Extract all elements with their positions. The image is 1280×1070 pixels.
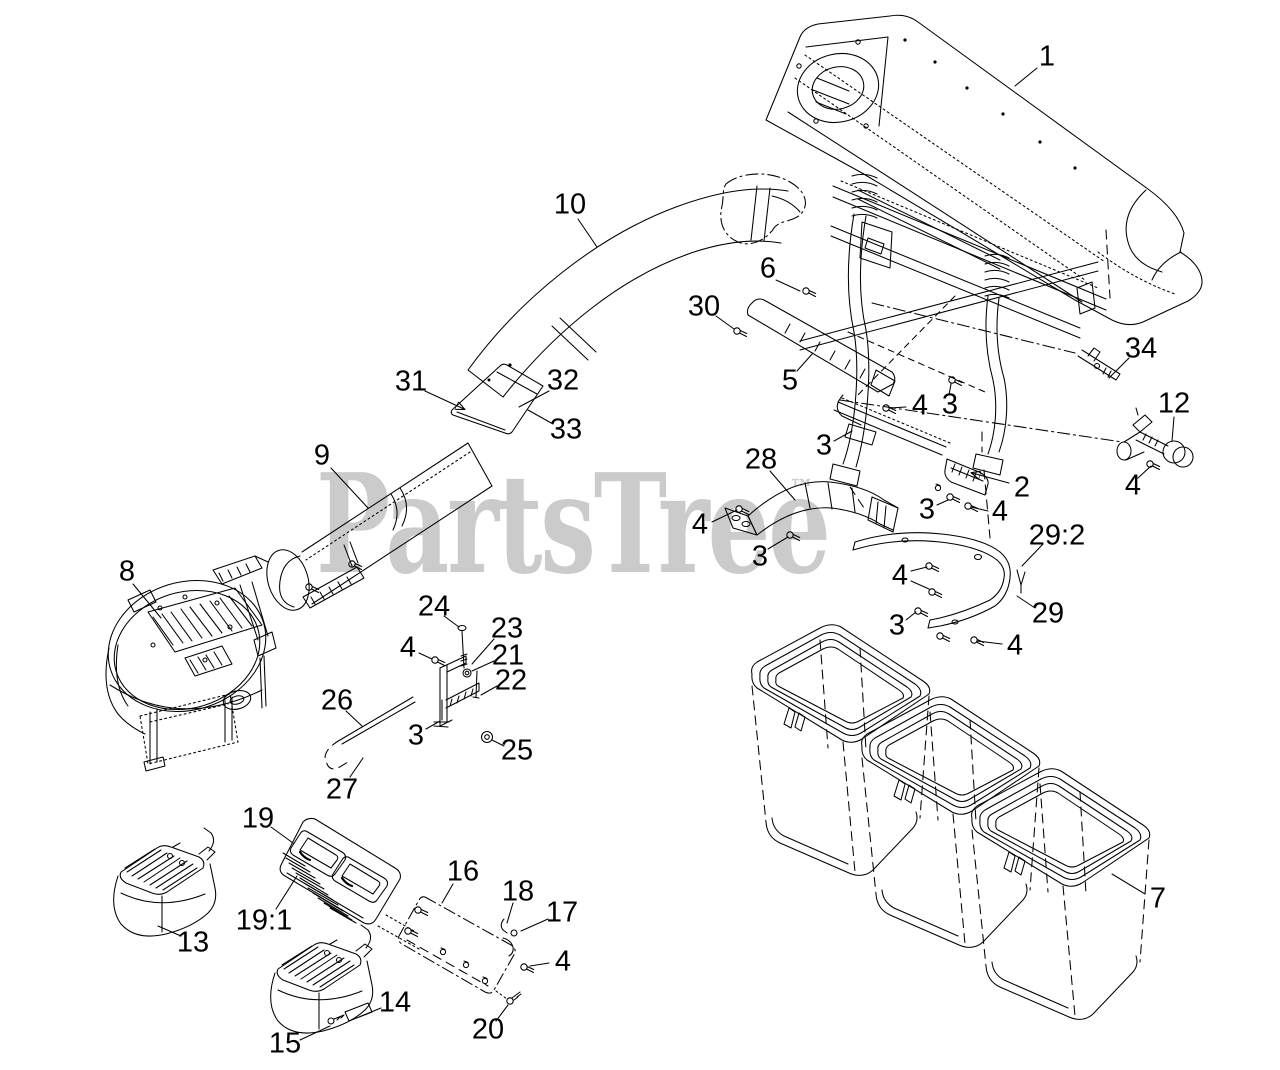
part-29-bracket-drawing (852, 532, 1026, 629)
part-callout-23: 23 (490, 612, 524, 645)
part-callout-13: 13 (176, 926, 210, 959)
part-callout-3: 3 (407, 719, 425, 752)
part-callout-4: 4 (911, 389, 929, 422)
part-15-bolt-drawing (333, 1014, 345, 1021)
part-callout-20: 20 (471, 1013, 505, 1046)
part-callout-25: 25 (500, 734, 534, 767)
part-callout-33: 33 (549, 413, 583, 446)
part-16-plate-drawing (397, 896, 535, 1005)
part-callout-16: 16 (446, 855, 480, 888)
part-9-lower-tube-drawing (266, 442, 493, 611)
part-callout-4: 4 (691, 508, 709, 541)
part-19-console-drawing (279, 817, 420, 950)
part-callout-4: 4 (1124, 469, 1142, 502)
part-callout-4: 4 (991, 495, 1009, 528)
part-34-latch-drawing (1077, 347, 1121, 381)
part-callout-19: 19 (241, 802, 275, 835)
part-callout-5: 5 (781, 364, 799, 397)
part-1-hopper-cover-drawing (765, 14, 1203, 326)
part-32-duct-drawing (450, 363, 544, 435)
leader-lines (132, 67, 1175, 1041)
part-callout-26: 26 (320, 684, 354, 717)
part-callout-3: 3 (815, 429, 833, 462)
part-20-bolt-drawing (511, 991, 522, 1001)
part-callout-30: 30 (687, 290, 721, 323)
part-callout-10: 10 (553, 188, 587, 221)
part-28-curved-bracket-drawing (724, 481, 899, 536)
part-callout-6: 6 (759, 252, 777, 285)
part-callout-34: 34 (1124, 332, 1158, 365)
part-callout-31: 31 (394, 365, 428, 398)
part-callout-21: 21 (491, 639, 525, 672)
part-7-bags-drawing (751, 624, 1151, 1020)
part-callout-12: 12 (1157, 387, 1191, 420)
part-callout-4: 4 (891, 559, 909, 592)
part-13-cover-drawing (113, 827, 374, 1034)
part-callout-29: 29 (1031, 597, 1065, 630)
part-callout-4: 4 (399, 631, 417, 664)
part-29-2-pin-drawing (1016, 569, 1026, 594)
watermark-text: PartsTree (316, 444, 831, 605)
part-callout-29-2: 29:2 (1028, 519, 1086, 552)
part-10-upper-chute-drawing (467, 173, 806, 398)
part-callout-3: 3 (751, 540, 769, 573)
part-callout-17: 17 (545, 896, 579, 929)
part-callout-24: 24 (417, 590, 451, 623)
part-callout-27: 27 (325, 773, 359, 806)
part-callout-3: 3 (888, 609, 906, 642)
part-callout-32: 32 (546, 364, 580, 397)
part-callout-2: 2 (1013, 471, 1031, 504)
part-callout-4: 4 (554, 945, 572, 978)
part-8-blower-drawing (105, 555, 277, 772)
part-17-washer-drawing (510, 929, 518, 937)
part-callout-7: 7 (1149, 882, 1167, 915)
part-5-support-bar-drawing (746, 298, 896, 397)
part-callout-19-1: 19:1 (235, 904, 293, 937)
part-18-clip-drawing (500, 918, 508, 934)
support-frame-drawing (799, 173, 1123, 539)
part-callout-4: 4 (1006, 629, 1024, 662)
part-12-roller-drawing (1116, 407, 1194, 468)
part-callout-9: 9 (313, 439, 331, 472)
part-callout-15: 15 (268, 1027, 302, 1060)
part-callout-3: 3 (941, 388, 959, 421)
part-callout-28: 28 (744, 443, 778, 476)
part-callout-8: 8 (118, 555, 136, 588)
part-26-rod-drawing (324, 696, 416, 770)
part-21-25-hardware-drawing (433, 624, 494, 744)
part-callout-18: 18 (501, 875, 535, 908)
part-callout-3: 3 (918, 493, 936, 526)
part-callout-22: 22 (494, 664, 528, 697)
part-callout-1: 1 (1038, 40, 1056, 73)
part-callout-14: 14 (378, 986, 412, 1019)
